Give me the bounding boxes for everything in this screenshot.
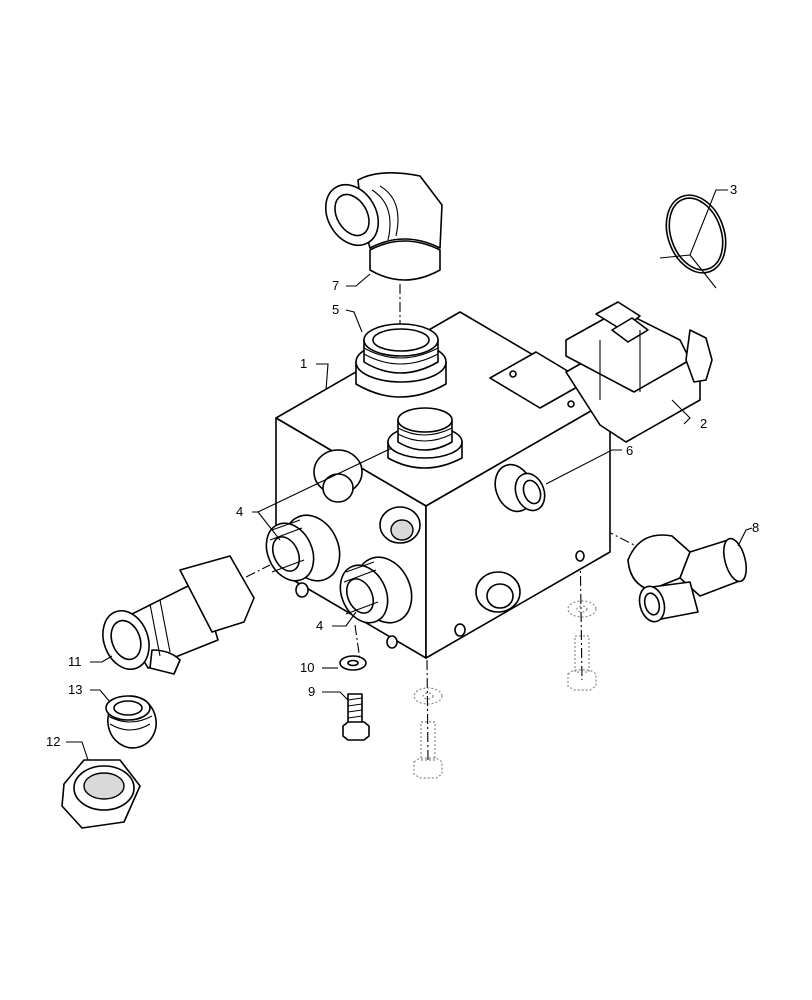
leader-lines: [66, 189, 753, 761]
adapter-fitting-right: [494, 463, 546, 513]
solenoid-valve: [565, 301, 713, 443]
elbow-fitting-top: [324, 172, 443, 281]
phantom-washer-center: [413, 687, 443, 705]
callout-4-upper: 4: [236, 504, 243, 519]
callout-2: 2: [700, 416, 707, 431]
callout-11: 11: [68, 654, 82, 669]
callout-4-lower: 4: [316, 618, 323, 633]
callout-9: 9: [308, 684, 315, 699]
hex-nut: [61, 759, 141, 829]
callout-10: 10: [300, 660, 314, 675]
elbow-fitting-left: [102, 555, 255, 675]
valve-manifold-block: [275, 311, 611, 659]
callout-5: 5: [332, 302, 339, 317]
bolt: [342, 693, 370, 741]
adapter-fitting-lower: [339, 556, 413, 624]
o-ring: [665, 194, 727, 274]
callout-1: 1: [300, 356, 307, 371]
washer: [339, 655, 367, 671]
callout-12: 12: [46, 734, 60, 749]
phantom-bolt-center: [413, 721, 443, 779]
phantom-bolt-right: [567, 635, 597, 691]
adapter-fitting-upper: [387, 407, 463, 469]
callout-6: 6: [626, 443, 633, 458]
callout-7: 7: [332, 278, 339, 293]
callout-8: 8: [752, 520, 759, 535]
callout-3: 3: [730, 182, 737, 197]
elbow-fitting-right: [627, 534, 748, 623]
callout-13: 13: [68, 682, 82, 697]
callout-labels: 1 2 3 4 4 5 6 7 8 9 10 11 12 13: [46, 182, 759, 749]
straight-adapter-top: [355, 323, 447, 398]
phantom-washer-right: [567, 600, 597, 618]
straight-connector: [105, 695, 157, 749]
